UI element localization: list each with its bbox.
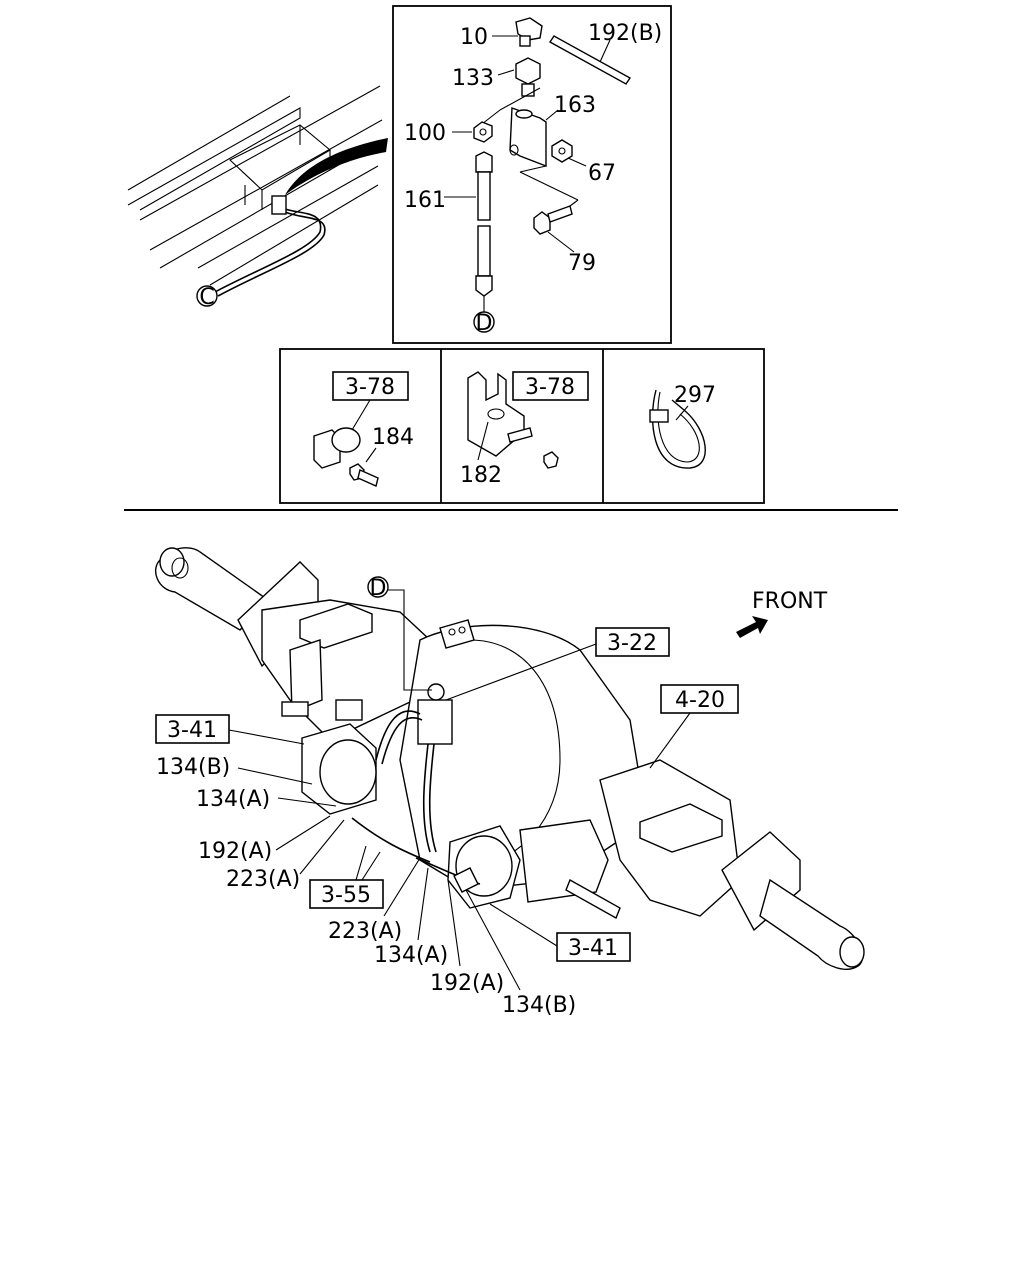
ref-3-55: 3-55 (309, 845, 384, 909)
part-79-label: 79 (568, 251, 596, 276)
circle-d-top-label: D (476, 311, 493, 336)
rear-axle-drawing (155, 547, 865, 970)
callouts-left: 134(B) 134(A) 192(A) 223(A) (156, 755, 345, 892)
variant-boxes-frame (279, 348, 765, 504)
part-133-adapter: 133 (452, 57, 541, 97)
ref-3-55-label: 3-55 (321, 883, 371, 908)
part-133-label: 133 (452, 66, 494, 91)
label-192a-bottom: 192(A) (430, 971, 504, 996)
label-223a-left: 223(A) (226, 867, 300, 892)
part-100-label: 100 (404, 121, 446, 146)
variant-box-1-ref-frame (332, 371, 409, 401)
variant-box-2-ref-frame (512, 371, 589, 401)
label-134a-bottom: 134(A) (374, 943, 448, 968)
variant-box-1-ref-label: 3-78 (345, 375, 395, 400)
ref-3-41-left-label: 3-41 (167, 718, 217, 743)
callouts-bottom: 223(A) 134(A) 192(A) 134(B) (328, 857, 576, 1018)
part-161-label: 161 (404, 188, 446, 213)
variant-box-3: 297 (649, 383, 716, 469)
label-134b-left: 134(B) (156, 755, 230, 780)
top-detail-frame (392, 5, 672, 344)
part-163-bracket: 163 (481, 87, 596, 213)
variant-box-2-ref-label: 3-78 (525, 375, 575, 400)
part-192b-tube: 192(B) (548, 21, 662, 85)
part-161-hose: 161 (404, 151, 493, 297)
ref-4-20-label: 4-20 (675, 688, 725, 713)
part-192b-label: 192(B) (588, 21, 662, 46)
circle-d-axle-label: D (370, 576, 387, 601)
part-67-label: 67 (588, 161, 616, 186)
label-134b-bottom: 134(B) (502, 993, 576, 1018)
front-arrow-icon (736, 616, 768, 638)
front-label: FRONT (752, 589, 828, 614)
circle-c-marker: C (196, 285, 218, 310)
ref-3-41-right-label: 3-41 (568, 936, 618, 961)
variant-box-1: 3-78 184 (313, 371, 414, 487)
variant-box-2: 3-78 182 (460, 371, 589, 488)
ref-3-22-label: 3-22 (607, 631, 657, 656)
circle-c-label: C (199, 285, 214, 310)
ref-3-22: 3-22 (445, 627, 670, 701)
part-67-washer: 67 (551, 139, 616, 186)
label-134a-left: 134(A) (196, 787, 270, 812)
circle-d-top-marker: D (473, 296, 495, 336)
label-223a-bottom: 223(A) (328, 919, 402, 944)
part-100-nut: 100 (404, 121, 493, 146)
chassis-frame-sketch (127, 85, 388, 297)
part-182-label: 182 (460, 463, 502, 488)
part-163-label: 163 (554, 93, 596, 118)
ref-4-20: 4-20 (649, 684, 739, 769)
part-10-label: 10 (460, 25, 488, 50)
part-297-label: 297 (674, 383, 716, 408)
part-10-elbow: 10 (460, 17, 543, 50)
part-184-label: 184 (372, 425, 414, 450)
ref-3-41-left: 3-41 (155, 714, 305, 745)
circle-d-axle-marker: D (367, 576, 432, 691)
ref-3-41-right: 3-41 (489, 903, 631, 962)
part-79-bolt: 79 (533, 205, 596, 276)
front-direction-indicator: FRONT (736, 589, 828, 638)
label-192a-left: 192(A) (198, 839, 272, 864)
